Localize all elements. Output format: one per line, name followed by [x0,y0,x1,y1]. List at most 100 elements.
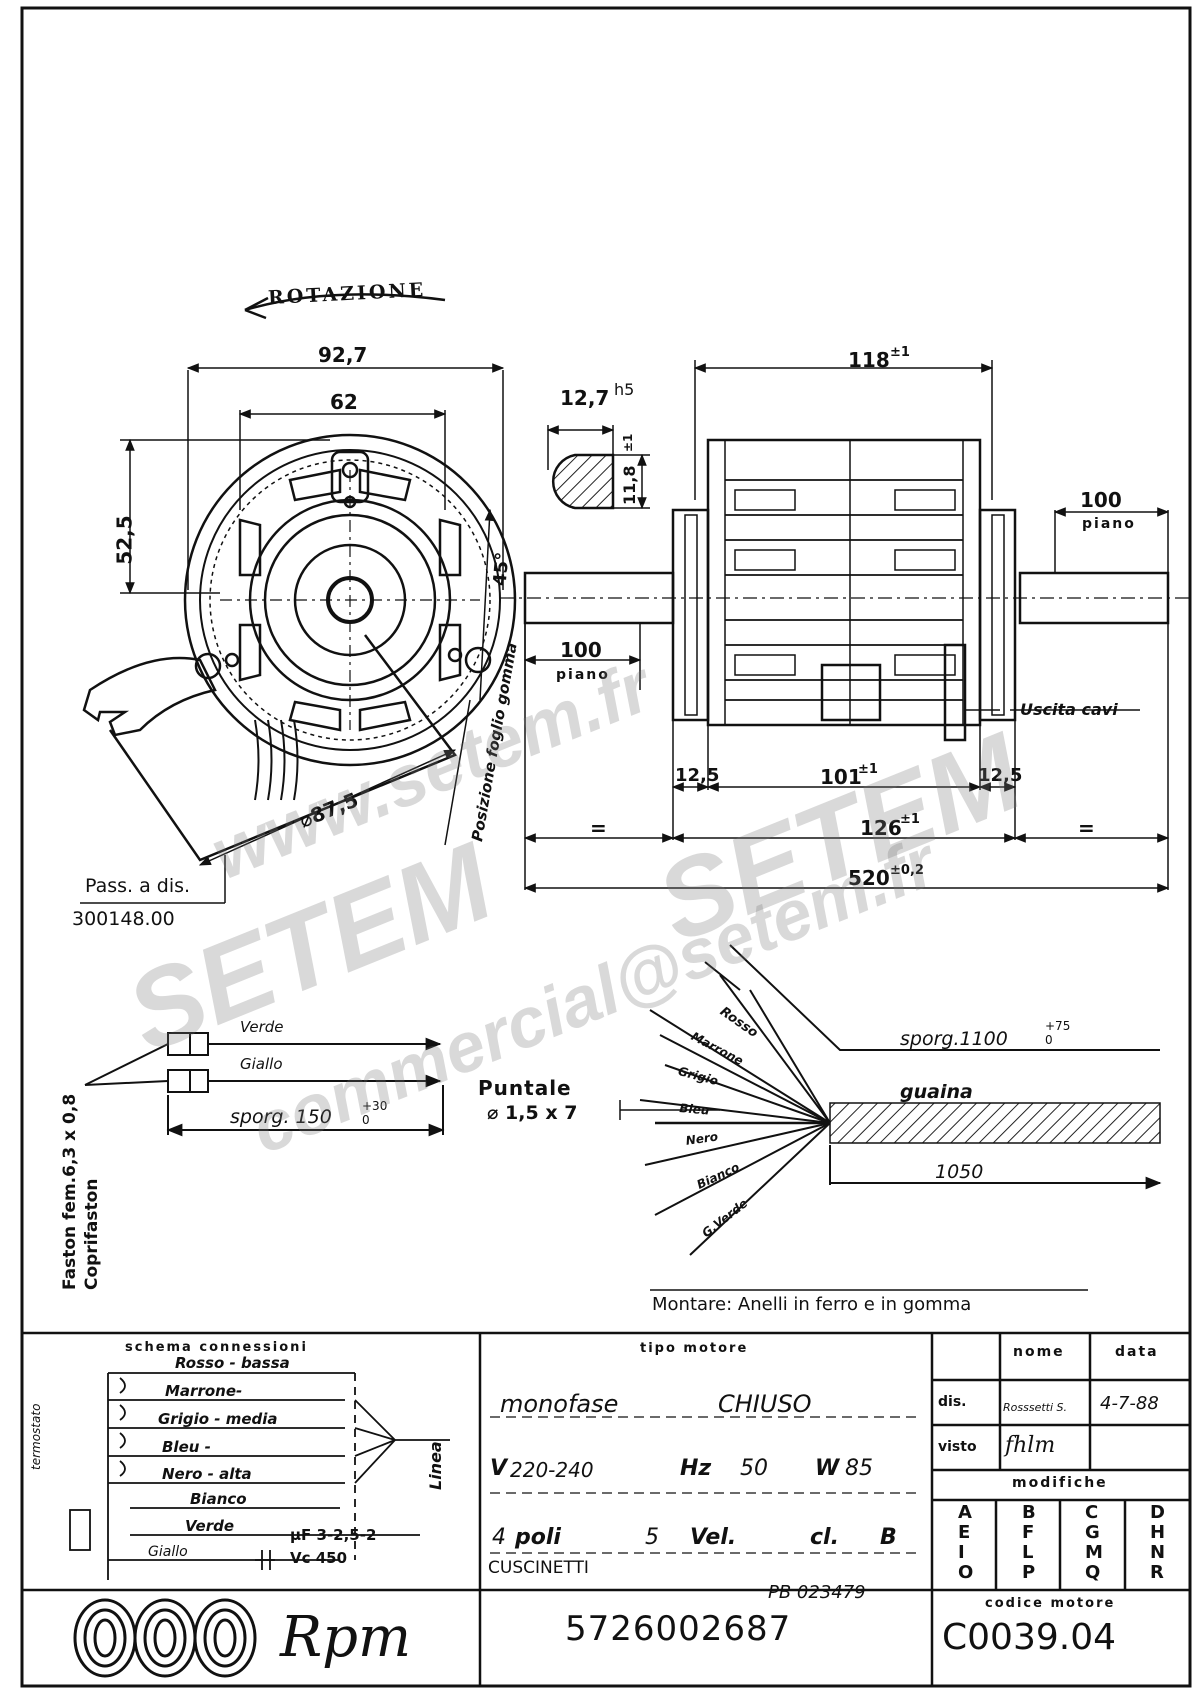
motor-monofase: monofase [500,1390,619,1418]
watt-value: 85 [845,1456,873,1481]
watt-label: W [815,1456,840,1481]
dis-name: Rosssetti S. [1003,1401,1067,1414]
mod-letter: O [958,1562,974,1583]
mod-letter: H [1150,1522,1166,1543]
dim-12-5-right: 12,5 [978,765,1023,786]
dim-92-7: 92,7 [318,343,368,367]
pass-number: 300148.00 [72,908,175,930]
pb-number: PB 023479 [768,1582,866,1603]
shaft-tolerance: h5 [614,380,635,399]
shaft-diameter: 12,7 [560,386,610,410]
motor-chiuso: CHIUSO [718,1390,812,1418]
voltage-value: 220-240 [510,1458,594,1482]
nome-header: nome [1013,1344,1065,1360]
guaina-label: guaina [900,1081,973,1103]
puntale-size: ⌀ 1,5 x 7 [487,1102,578,1124]
schema-title: schema connessioni [125,1340,308,1355]
mod-letter: B [1022,1502,1036,1523]
poli-value: 4 [492,1525,506,1550]
hz-value: 50 [740,1456,768,1481]
dim-520-tol: ±0,2 [890,863,924,878]
coprifaston-label: Coprifaston [82,1178,102,1290]
mod-col-4: D H N R [1150,1503,1165,1583]
puntale-label: Puntale [478,1076,572,1100]
capacitor-sporg-tol-up: +30 [362,1099,388,1113]
mod-letter: R [1150,1562,1164,1583]
cuscinetti-label: CUSCINETTI [488,1558,589,1578]
codice-motore-label: codice motore [985,1596,1116,1611]
mod-col-2: B F L P [1022,1503,1036,1583]
flat-left-100: 100 [560,638,602,662]
wires-sporg: sporg.1100 [900,1028,1008,1050]
poli-label: poli [515,1525,561,1550]
rotation-arrow [244,293,446,320]
capacitor-sporg-tol-down: 0 [362,1113,370,1127]
capacitor-vc: Vc 450 [290,1549,348,1567]
schema-item-marrone: Marrone- [165,1382,243,1400]
connection-schema [69,1372,450,1580]
capacitor-sporg: sporg. 150 [230,1106,332,1128]
dim-126-tol: ±1 [900,812,920,827]
wire-harness [619,944,1162,1291]
schema-item-bleu: Bleu - [162,1438,211,1456]
schema-item-nero: Nero - alta [162,1465,252,1483]
mod-letter: E [958,1522,971,1543]
motor-side-view [500,438,1190,742]
capacitor-uf: μF 3-2,5-2 [290,1526,377,1544]
visto-signature: fhlm [1005,1433,1056,1458]
dim-520: 520 [848,866,890,890]
wire-label-giallo: Giallo [240,1055,283,1073]
mod-letter: D [1150,1502,1165,1523]
schema-item-bianco: Bianco [190,1490,247,1508]
cable-exit-label: Uscita cavi [1020,700,1118,719]
modifiche-header: modifiche [1012,1475,1108,1491]
mod-col-3: C G M Q [1085,1503,1103,1583]
dim-118-tol: ±1 [890,345,910,360]
rpm-logo-coil [73,1598,257,1678]
motor-front-view [82,433,517,862]
mod-letter: Q [1085,1562,1101,1583]
dim-12-5-left: 12,5 [675,765,720,786]
capacitor-leads [84,1032,445,1137]
dim-equal-right: = [1078,816,1095,840]
class-value: B [880,1525,897,1550]
dis-label: dis. [938,1394,967,1410]
guaina-length: 1050 [935,1161,984,1183]
faston-label: Faston fem.6,3 x 0,8 [60,1093,80,1290]
wire-label-bleu: Bleu [678,1101,710,1118]
dim-equal-left: = [590,816,607,840]
mod-letter: L [1022,1542,1034,1563]
flat-right-label: piano [1082,516,1136,532]
mod-letter: F [1022,1522,1035,1543]
title-block-frame [22,1331,1190,1686]
mod-letter: M [1085,1542,1103,1563]
flat-right-100: 100 [1080,488,1122,512]
shaft-section [546,425,650,510]
mount-note: Montare: Anelli in ferro e in gomma [652,1294,972,1315]
dim-62: 62 [330,390,358,414]
schema-item-grigio: Grigio - media [158,1410,278,1428]
flat-left-label: piano [556,667,610,683]
dis-date: 4-7-88 [1100,1393,1159,1414]
linea-label: Linea [426,1441,445,1490]
side-view-dimensions [523,360,1170,893]
brand-logo-text: Rpm [280,1605,412,1670]
voltage-label: V [490,1456,508,1481]
codice-motore-value: C0039.04 [942,1617,1117,1658]
schema-item-verde: Verde [185,1517,234,1535]
shaft-flat-tol: ±1 [621,433,635,452]
data-header: data [1115,1344,1159,1360]
part-number: 5726002687 [565,1609,792,1649]
mod-letter: P [1022,1562,1036,1583]
dim-126: 126 [860,816,902,840]
sheet-frame [20,6,1192,1688]
schema-item-giallo: Giallo [148,1544,188,1560]
dim-45-deg: 45° [489,551,514,587]
dim-118: 118 [848,348,890,372]
front-view-dimensions [80,363,505,904]
shaft-flat: 11,8 [620,465,639,505]
dim-101-tol: ±1 [858,762,878,777]
mod-letter: I [958,1542,965,1563]
termostato-label: termostato [29,1403,43,1470]
